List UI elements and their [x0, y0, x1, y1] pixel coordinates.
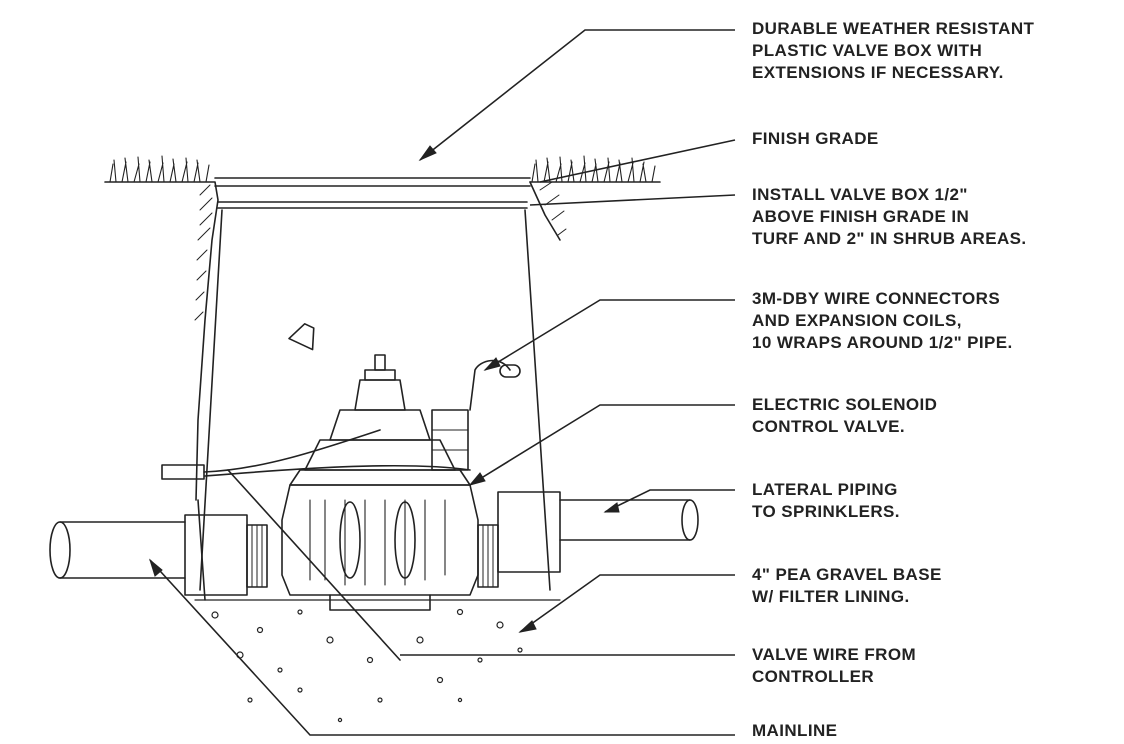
callout-gravel-base-line-2: W/ FILTER LINING. [752, 587, 910, 606]
callout-solenoid-valve-line-1: ELECTRIC SOLENOID [752, 395, 938, 414]
soil-hatching [194, 181, 567, 321]
callout-gravel-base: 4" PEA GRAVEL BASE W/ FILTER LINING. [752, 564, 942, 608]
callout-wire-connectors-line-1: 3M-DBY WIRE CONNECTORS [752, 289, 1001, 308]
lateral-pipe [559, 499, 699, 541]
callout-lateral-piping-line-1: LATERAL PIPING [752, 480, 898, 499]
mainline-coupling [184, 514, 248, 596]
callout-solenoid-valve: ELECTRIC SOLENOID CONTROL VALVE. [752, 394, 937, 438]
leader-lines [149, 29, 736, 736]
callout-finish-grade: FINISH GRADE [752, 128, 879, 150]
callout-wire-connectors-line-2: AND EXPANSION COILS, [752, 311, 962, 330]
solenoid-valve-body [281, 354, 479, 611]
callout-valve-box-line-1: DURABLE WEATHER RESISTANT [752, 19, 1035, 38]
callout-mainline-line-1: MAINLINE [752, 721, 838, 740]
callout-solenoid-valve-line-2: CONTROL VALVE. [752, 417, 905, 436]
valve-box [199, 177, 551, 591]
mainline-pipe [49, 521, 186, 579]
callout-install-height: INSTALL VALVE BOX 1/2" ABOVE FINISH GRAD… [752, 184, 1027, 250]
excavation-outline [104, 181, 661, 601]
callout-valve-wire-line-2: CONTROLLER [752, 667, 875, 686]
gravel-base [194, 599, 561, 723]
callout-install-height-line-3: TURF AND 2" IN SHRUB AREAS. [752, 229, 1027, 248]
lateral-coupling [497, 491, 561, 573]
callout-lateral-piping: LATERAL PIPING TO SPRINKLERS. [752, 479, 900, 523]
callout-valve-wire: VALVE WIRE FROM CONTROLLER [752, 644, 916, 688]
callout-install-height-line-2: ABOVE FINISH GRADE IN [752, 207, 970, 226]
callout-gravel-base-line-1: 4" PEA GRAVEL BASE [752, 565, 942, 584]
callout-wire-connectors-line-3: 10 WRAPS AROUND 1/2" PIPE. [752, 333, 1013, 352]
callout-wire-connectors: 3M-DBY WIRE CONNECTORS AND EXPANSION COI… [752, 288, 1013, 354]
callout-install-height-line-1: INSTALL VALVE BOX 1/2" [752, 185, 968, 204]
solenoid [431, 409, 469, 471]
callout-valve-box-line-3: EXTENSIONS IF NECESSARY. [752, 63, 1004, 82]
leader-arrowheads [149, 145, 620, 633]
valve-wire [227, 469, 401, 661]
callout-valve-wire-line-1: VALVE WIRE FROM [752, 645, 917, 664]
callout-valve-box-line-2: PLASTIC VALVE BOX WITH [752, 41, 983, 60]
wire-connectors [161, 323, 521, 480]
callout-finish-grade-line-1: FINISH GRADE [752, 129, 879, 148]
callout-valve-box: DURABLE WEATHER RESISTANT PLASTIC VALVE … [752, 18, 1034, 84]
callout-lateral-piping-line-2: TO SPRINKLERS. [752, 502, 900, 521]
callout-mainline: MAINLINE [752, 720, 837, 742]
